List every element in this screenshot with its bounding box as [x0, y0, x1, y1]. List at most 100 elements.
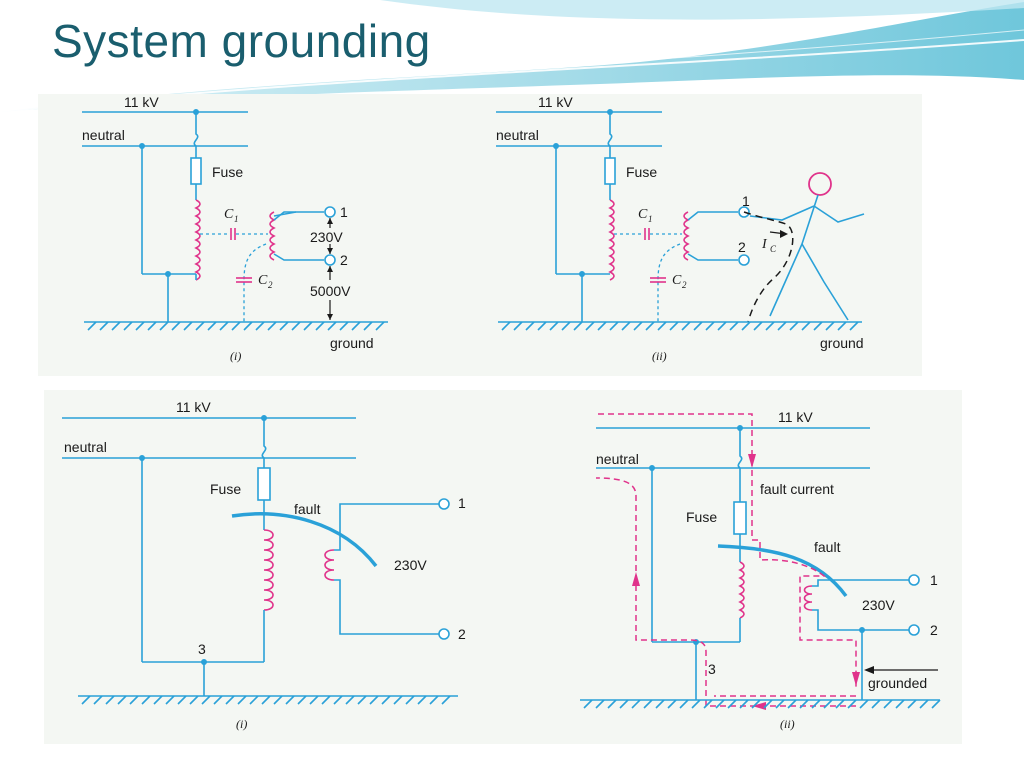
secondary-coil	[324, 549, 335, 581]
sec-bot-wire	[273, 253, 324, 261]
arrow-head	[852, 672, 860, 686]
arrow-head	[632, 572, 640, 586]
c1-subscript: 1	[234, 214, 239, 224]
c2-lead	[657, 243, 681, 322]
fault-current-path	[598, 413, 857, 690]
node-label: 3	[708, 661, 716, 677]
fault-bar	[231, 512, 378, 568]
terminal-2-label: 2	[340, 252, 348, 268]
fuse-icon	[733, 501, 747, 535]
drop-wire	[737, 428, 743, 502]
c2-label: C	[258, 273, 268, 288]
fuse-label: Fuse	[686, 509, 717, 525]
ground-label: ground	[330, 335, 374, 351]
arrow-head	[748, 454, 756, 468]
ic-label: I	[761, 237, 768, 252]
caption: (i)	[230, 349, 241, 363]
c2-label: C	[672, 273, 682, 288]
arrow-head	[327, 314, 333, 320]
sec-bot-wire	[687, 253, 738, 261]
c1-subscript: 1	[648, 214, 653, 224]
ground-voltage-label: 5000V	[310, 283, 351, 299]
fuse-label: Fuse	[212, 164, 243, 180]
arrow-head	[864, 666, 874, 674]
secondary-voltage-label: 230V	[310, 229, 343, 245]
caption: (ii)	[652, 349, 667, 363]
diagram-panel-bottom: 11 kV neutral Fuse fault 1 2 230V 3 (i) …	[44, 390, 962, 744]
primary-coil	[263, 529, 274, 611]
neutral-label: neutral	[64, 439, 107, 455]
c2-subscript: 2	[682, 280, 687, 290]
terminal-1	[438, 498, 450, 510]
terminal-1	[908, 574, 920, 586]
ground-hatch	[87, 321, 385, 331]
fuse-label: Fuse	[626, 164, 657, 180]
panel-background	[38, 94, 922, 376]
arrow-head	[780, 230, 788, 238]
panel-background	[44, 390, 962, 744]
c1-label: C	[224, 207, 234, 222]
drop-wire	[607, 112, 613, 158]
ground-hatch	[583, 699, 941, 709]
ground-hatch	[501, 321, 859, 331]
voltage-label: 11 kV	[176, 399, 211, 415]
voltage-label: 11 kV	[124, 94, 159, 110]
person-icon	[749, 172, 865, 321]
sec-bot-wire	[334, 579, 440, 635]
terminal-2	[908, 624, 920, 636]
terminal-2-label: 2	[458, 626, 466, 642]
sec-top-wire	[687, 211, 738, 221]
voltage-label: 11 kV	[538, 94, 573, 110]
arrow-head	[327, 266, 333, 272]
sec-top-wire	[334, 503, 440, 551]
diagram-panel-top-left: 11 kV neutral Fuse 1 2 C 1 C 2	[38, 94, 922, 376]
terminal-2	[324, 254, 336, 266]
circuit-diagram-i-bottom: 11 kV neutral Fuse fault 1 2 230V 3 (i)	[62, 399, 466, 731]
terminal-2-label: 2	[738, 239, 746, 255]
circuit-diagram-i-top: 11 kV neutral Fuse 1 2 C 1 C 2	[82, 94, 388, 363]
terminal-2	[438, 628, 450, 640]
drop-wire	[193, 112, 199, 158]
ground-label: ground	[820, 335, 864, 351]
current-path	[743, 211, 794, 323]
secondary-voltage-label: 230V	[862, 597, 895, 613]
sec-top-wire	[273, 211, 324, 221]
fault-current-return-path	[595, 477, 856, 707]
fuse-label: Fuse	[210, 481, 241, 497]
circuit-diagram-ii-top: 11 kV neutral Fuse 1 2 C 1 C 2	[496, 94, 865, 363]
ic-subscript: C	[770, 244, 777, 254]
secondary-voltage-label: 230V	[394, 557, 427, 573]
terminal-1-label: 1	[930, 572, 938, 588]
ground-hatch	[81, 695, 451, 705]
secondary-coil	[803, 585, 813, 611]
fault-bar	[717, 544, 848, 598]
terminal-1-label: 1	[742, 193, 750, 209]
fault-label: fault	[814, 539, 841, 555]
voltage-label: 11 kV	[778, 409, 813, 425]
fault-label: fault	[294, 501, 321, 517]
terminal-1	[324, 206, 336, 218]
fuse-icon	[604, 157, 616, 185]
neutral-label: neutral	[496, 127, 539, 143]
drop-wire	[261, 418, 267, 468]
primary-coil	[608, 199, 615, 281]
terminal-1-label: 1	[458, 495, 466, 511]
node-label: 3	[198, 641, 206, 657]
neutral-label: neutral	[82, 127, 125, 143]
slide-title: System grounding	[52, 15, 431, 67]
c1-label: C	[638, 207, 648, 222]
fuse-icon	[257, 467, 271, 501]
neutral-label: neutral	[596, 451, 639, 467]
c2-lead	[243, 243, 267, 322]
c2-subscript: 2	[268, 280, 273, 290]
primary-coil	[738, 561, 745, 619]
fault-current-label: fault current	[760, 481, 834, 497]
caption: (i)	[236, 717, 247, 731]
terminal-2	[738, 254, 750, 266]
circuit-diagram-ii-bottom: 11 kV neutral Fuse fault current fault 1…	[580, 409, 941, 731]
arrow-head	[327, 218, 333, 224]
grounded-label: grounded	[868, 675, 927, 691]
arrow-head	[752, 702, 766, 710]
caption: (ii)	[780, 717, 795, 731]
primary-coil	[194, 199, 201, 281]
